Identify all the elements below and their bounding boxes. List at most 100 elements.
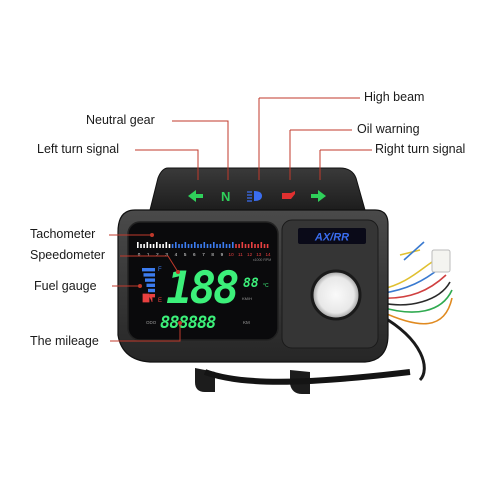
callout-dots — [138, 233, 182, 325]
fuel-segment — [145, 278, 155, 282]
tach-tick-label: 2 — [156, 252, 159, 257]
tach-segment — [235, 244, 237, 248]
tach-segment — [184, 242, 187, 248]
high-beam-icon — [247, 191, 262, 202]
tach-segment — [247, 244, 250, 248]
tach-segment — [171, 244, 174, 248]
fuel-segment — [149, 294, 155, 298]
fuel-segment — [142, 268, 155, 272]
tach-segment — [213, 242, 215, 248]
fuel-segment — [143, 273, 155, 277]
oil-can-icon — [282, 191, 295, 199]
mounting-bracket — [195, 368, 411, 394]
tach-segment — [219, 244, 221, 248]
tach-segment — [140, 244, 142, 248]
tach-tick-label: 4 — [175, 252, 178, 257]
tach-tick-label: 9 — [221, 252, 224, 257]
tach-tick-label: 10 — [229, 252, 235, 257]
tach-tick-label: 7 — [202, 252, 205, 257]
speed-unit: KM/H — [242, 296, 252, 301]
temperature-unit: °C — [263, 283, 269, 289]
tach-segment — [190, 244, 193, 248]
fuel-full-letter: F — [158, 267, 162, 273]
tach-segment — [152, 244, 155, 248]
tach-segment — [178, 244, 180, 248]
tach-segment — [200, 244, 202, 248]
fuel-empty-letter: E — [158, 298, 162, 304]
label-high-beam: High beam — [364, 90, 425, 104]
tach-segment — [156, 242, 158, 248]
label-tachometer: Tachometer — [30, 227, 96, 241]
brand-logo: AX/RR — [314, 232, 349, 244]
tach-tick-label: 6 — [193, 252, 196, 257]
tach-segment — [143, 244, 145, 248]
ignition-hole — [310, 269, 362, 321]
tach-segment — [266, 244, 269, 248]
tach-tick-label: 5 — [184, 252, 187, 257]
wire-connector — [431, 249, 451, 273]
tach-segment — [203, 242, 206, 248]
tach-tick-label: 13 — [256, 252, 262, 257]
tach-segment — [257, 244, 259, 248]
tach-segment — [225, 244, 228, 248]
tach-tick-label: 8 — [211, 252, 214, 257]
temperature-value: 88 — [243, 276, 259, 291]
tach-segment — [146, 242, 149, 248]
label-speedometer: Speedometer — [30, 248, 106, 262]
odo-label: ODO — [146, 320, 157, 325]
tach-segment — [197, 244, 199, 248]
tach-tick-label: 14 — [265, 252, 271, 257]
fuel-pump-icon — [142, 293, 153, 303]
odo-unit: KM — [243, 320, 250, 325]
label-right-turn-signal: Right turn signal — [375, 142, 466, 156]
label-neutral-gear: Neutral gear — [86, 113, 155, 127]
tach-tick-label: 0 — [138, 252, 141, 257]
tach-segment — [168, 244, 171, 248]
tach-segment — [165, 242, 168, 248]
odo-value: 888888 — [160, 313, 216, 333]
label-left-turn-signal: Left turn signal — [37, 142, 119, 156]
lcd-panel — [127, 221, 279, 341]
tach-segment — [209, 244, 212, 248]
tachometer-bar — [137, 242, 269, 248]
fuel-gauge-bars — [142, 268, 155, 298]
rpm-label: x1000 RPM — [253, 258, 271, 262]
tach-tick-label: 1 — [147, 252, 150, 257]
tach-segment — [232, 242, 234, 248]
tach-tick-label: 3 — [165, 252, 168, 257]
tach-tick-label: 11 — [238, 252, 243, 257]
neutral-icon: N — [221, 189, 230, 204]
indicator-housing — [149, 167, 366, 211]
tach-tick-label: 12 — [247, 252, 253, 257]
tach-segment — [175, 242, 177, 248]
tach-segment — [206, 244, 209, 248]
tach-segment — [238, 244, 240, 248]
tach-segment — [137, 242, 139, 248]
tach-segment — [149, 244, 152, 248]
tach-segment — [254, 244, 256, 248]
tach-segment — [216, 244, 218, 248]
tach-segment — [187, 244, 190, 248]
tach-segment — [251, 242, 253, 248]
tach-segment — [244, 244, 247, 248]
label-fuel-gauge: Fuel gauge — [34, 279, 97, 293]
tach-segment — [263, 244, 266, 248]
tach-segment — [222, 242, 225, 248]
label-oil-warning: Oil warning — [357, 122, 420, 136]
tach-segment — [241, 242, 244, 248]
fuel-segment — [148, 288, 155, 293]
tach-segment — [159, 244, 161, 248]
right-arrow-icon — [311, 190, 326, 202]
tach-segment — [260, 242, 263, 248]
callout-lines — [109, 97, 372, 342]
left-arrow-icon — [188, 190, 203, 202]
indicator-row: N — [188, 189, 326, 204]
brand-plate — [298, 228, 366, 244]
tach-segment — [228, 244, 231, 248]
tach-segment — [162, 244, 164, 248]
tach-segment — [194, 242, 196, 248]
fuel-segment — [146, 283, 155, 287]
label-mileage: The mileage — [30, 334, 99, 348]
